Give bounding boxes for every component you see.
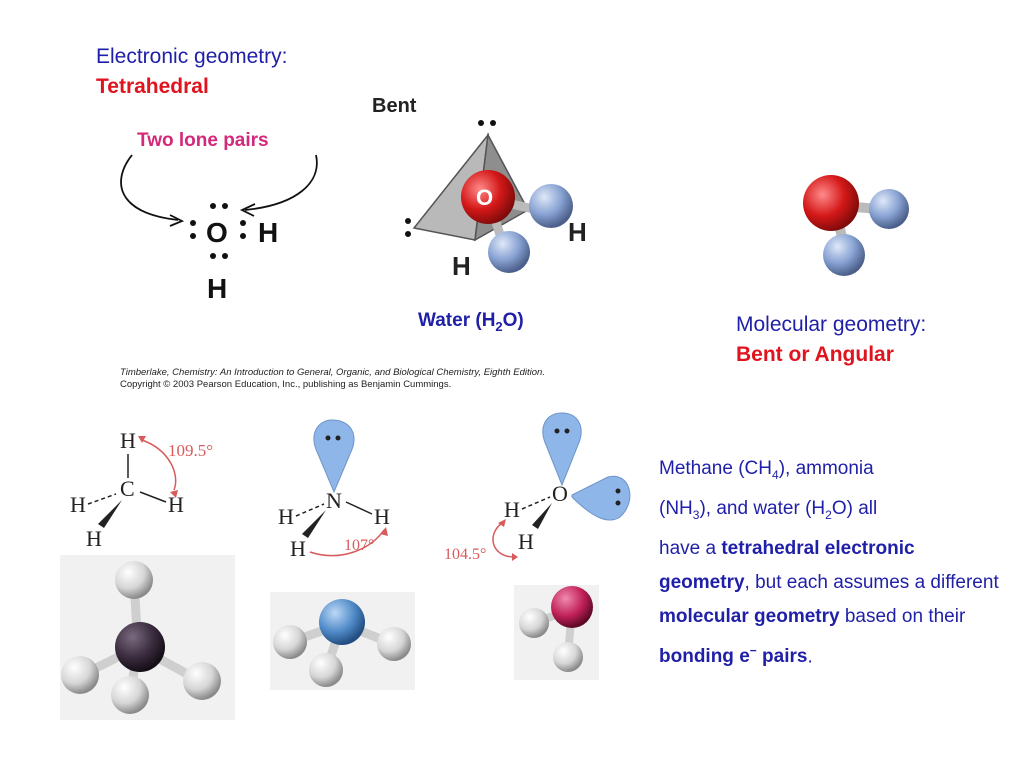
- bent-tetrahedral-model: Bent O H H: [372, 95, 587, 281]
- credit-line-1: Timberlake, Chemistry: An Introduction t…: [120, 367, 545, 378]
- water-ball-model: [803, 175, 909, 276]
- ammonia-n: N: [326, 488, 342, 513]
- water-caption: Water (H2O): [418, 310, 524, 334]
- water-h-left: H: [504, 497, 520, 522]
- ammonia-h-right: H: [374, 504, 390, 529]
- left-arrow: [120, 154, 179, 221]
- methane-h-top: H: [120, 428, 136, 453]
- methane-h-left: H: [70, 492, 86, 517]
- bent-title: Bent: [372, 95, 417, 117]
- molecular-geometry-label: Molecular geometry:: [736, 313, 927, 336]
- left-lone-pair-dots: [405, 218, 411, 237]
- model-bottom-h-label: H: [452, 251, 471, 281]
- hydrogen-right-sphere: [529, 184, 573, 228]
- water-h-bottom: H: [518, 529, 534, 554]
- right-arrow: [244, 154, 318, 211]
- top-lone-pair-dots: [478, 120, 496, 126]
- ammonia-lone-pair-lobe: [313, 419, 355, 494]
- lone-pair-dots: [190, 203, 246, 259]
- water-lone-pair-right: [571, 475, 631, 521]
- ammonia-h-left: H: [278, 504, 294, 529]
- methane-c: C: [120, 476, 135, 501]
- ammonia-structure: N H H H 107°: [278, 419, 390, 561]
- ball-hydrogen-right: [869, 189, 909, 229]
- ammonia-wedge: [302, 510, 326, 538]
- methane-ball-model: [60, 555, 235, 720]
- left-arrow-head: [169, 214, 185, 227]
- ball-oxygen: [803, 175, 859, 231]
- molecular-geometry-value: Bent or Angular: [736, 343, 894, 366]
- description-paragraph: Methane (CH4), ammonia (NH3), and water …: [659, 458, 999, 667]
- ammonia-h-bottom: H: [290, 536, 306, 561]
- lewis-right-hydrogen: H: [258, 217, 278, 248]
- water-ball-model-small: [514, 585, 599, 680]
- water-angle: 104.5°: [444, 546, 486, 563]
- water-o: O: [552, 481, 568, 506]
- methane-structure: H C H H H 109.5°: [70, 428, 213, 551]
- lewis-oxygen: O: [206, 217, 228, 248]
- electronic-geometry-label: Electronic geometry:: [96, 45, 288, 68]
- oxygen-sphere: [461, 170, 515, 224]
- methane-h-right: H: [168, 492, 184, 517]
- lewis-structure: Two lone pairs O H H: [120, 130, 318, 304]
- model-oxygen-label: O: [476, 185, 493, 210]
- water-structure: O H H 104.5°: [444, 412, 631, 563]
- ammonia-ball-model: [270, 592, 415, 690]
- methane-h-bottom: H: [86, 526, 102, 551]
- methane-wedge: [98, 500, 122, 528]
- lone-pairs-label: Two lone pairs: [137, 130, 269, 151]
- methane-angle: 109.5°: [168, 441, 213, 460]
- electronic-geometry-value: Tetrahedral: [96, 75, 209, 98]
- hydrogen-bottom-sphere: [488, 231, 530, 273]
- lewis-bottom-hydrogen: H: [207, 273, 227, 304]
- water-lone-pair-top: [542, 412, 582, 487]
- model-right-h-label: H: [568, 217, 587, 247]
- water-wedge: [532, 503, 552, 529]
- ball-hydrogen-bottom: [823, 234, 865, 276]
- right-arrow-head: [239, 203, 256, 217]
- ammonia-angle: 107°: [344, 537, 374, 554]
- credit-line-2: Copyright © 2003 Pearson Education, Inc.…: [120, 379, 452, 390]
